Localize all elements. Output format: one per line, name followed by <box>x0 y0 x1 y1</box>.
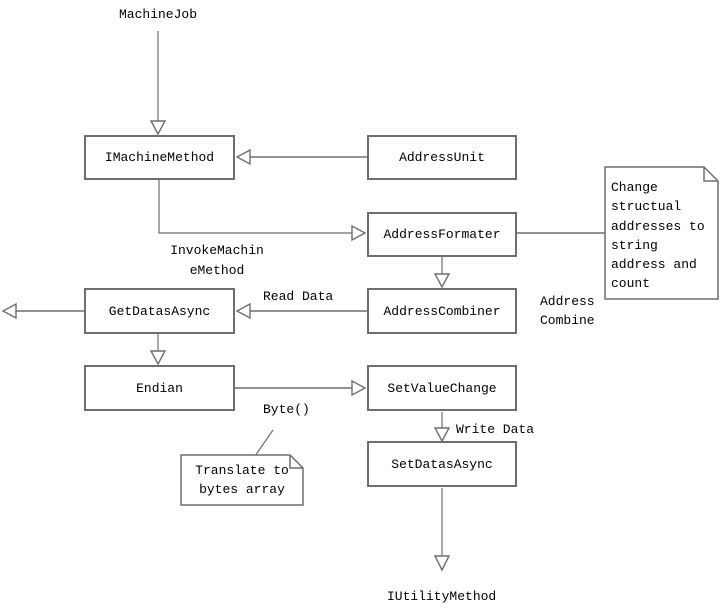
note-callout-line <box>254 429 274 457</box>
arrowhead-left-icon <box>235 148 251 166</box>
node-addresscombiner: AddressCombiner <box>367 288 517 334</box>
node-label: GetDatasAsync <box>108 303 211 319</box>
arrowhead-right-icon <box>351 224 367 242</box>
arrowhead-left-icon <box>1 302 17 320</box>
node-addressunit: AddressUnit <box>367 135 517 180</box>
arrowhead-down-icon <box>149 120 167 136</box>
edge-label-byte: Byte() <box>263 402 310 417</box>
node-label: AddressUnit <box>399 150 485 165</box>
node-label: SetValueChange <box>387 380 497 396</box>
node-imachinemethod: IMachineMethod <box>84 135 235 180</box>
node-label: SetDatasAsync <box>391 456 493 472</box>
arrowhead-down-icon <box>433 273 451 289</box>
node-iutilitymethod-label: IUtilityMethod <box>387 589 497 604</box>
edge-label-address-combine: Address Combine <box>540 294 595 328</box>
edge-setvaluechange-setdatasasync <box>433 412 451 443</box>
edge-label-write-data: Write Data <box>456 422 535 437</box>
arrowhead-left-icon <box>235 302 251 320</box>
note-change-structual-text: Change structual addresses to string add… <box>611 180 705 292</box>
note-shape-change-structual <box>604 166 719 300</box>
edge-addressunit-imachinemethod <box>235 148 367 166</box>
edge-getdatasasync-endian <box>149 334 167 366</box>
node-setdatasasync: SetDatasAsync <box>367 441 517 487</box>
edge-label-read-data: Read Data <box>263 289 334 304</box>
note-translate-bytes-text: Translate to bytes array <box>195 463 289 497</box>
edge-addresscombiner-getdatasasync <box>235 302 367 320</box>
node-addressformater: AddressFormater <box>367 212 517 257</box>
edge-endian-setvaluechange <box>235 379 367 397</box>
node-label: AddressCombiner <box>383 303 501 319</box>
edge-addressformater-addresscombiner <box>433 257 451 289</box>
folded-corner-icon <box>289 455 303 469</box>
edge-setdatasasync-iutilitymethod <box>433 488 451 572</box>
note-shape-translate-bytes <box>180 454 304 506</box>
edge-imachinemethod-addressformater <box>158 180 367 242</box>
edge-machinejob-imachinemethod <box>149 31 167 136</box>
node-machinejob-label: MachineJob <box>118 7 197 22</box>
arrowhead-down-icon <box>433 427 451 443</box>
arrowhead-down-icon <box>433 555 451 572</box>
arrowhead-right-icon <box>351 379 367 397</box>
arrowhead-down-icon <box>149 350 167 366</box>
node-endian: Endian <box>84 365 235 411</box>
node-label: AddressFormater <box>383 227 501 242</box>
node-label: Endian <box>136 380 183 396</box>
edge-getdatasasync-left <box>1 302 84 320</box>
folded-corner-icon <box>703 167 718 182</box>
node-getdatasasync: GetDatasAsync <box>84 288 235 334</box>
node-label: IMachineMethod <box>104 150 215 165</box>
node-setvaluechange: SetValueChange <box>367 365 517 411</box>
edge-label-invokemachinemethod: InvokeMachineMethod <box>170 243 264 278</box>
